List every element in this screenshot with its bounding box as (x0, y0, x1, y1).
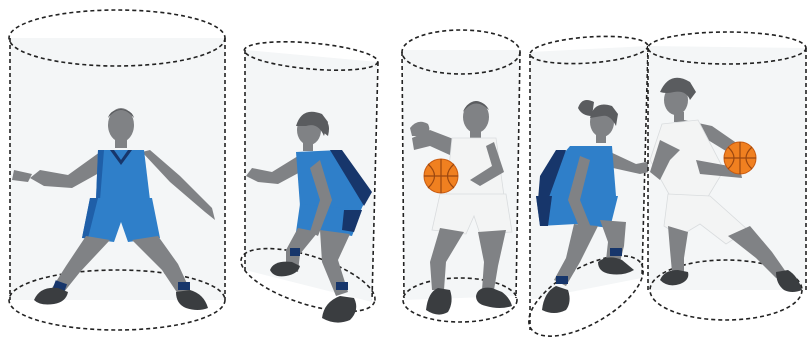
basketball (424, 159, 458, 193)
basketball (724, 142, 756, 174)
